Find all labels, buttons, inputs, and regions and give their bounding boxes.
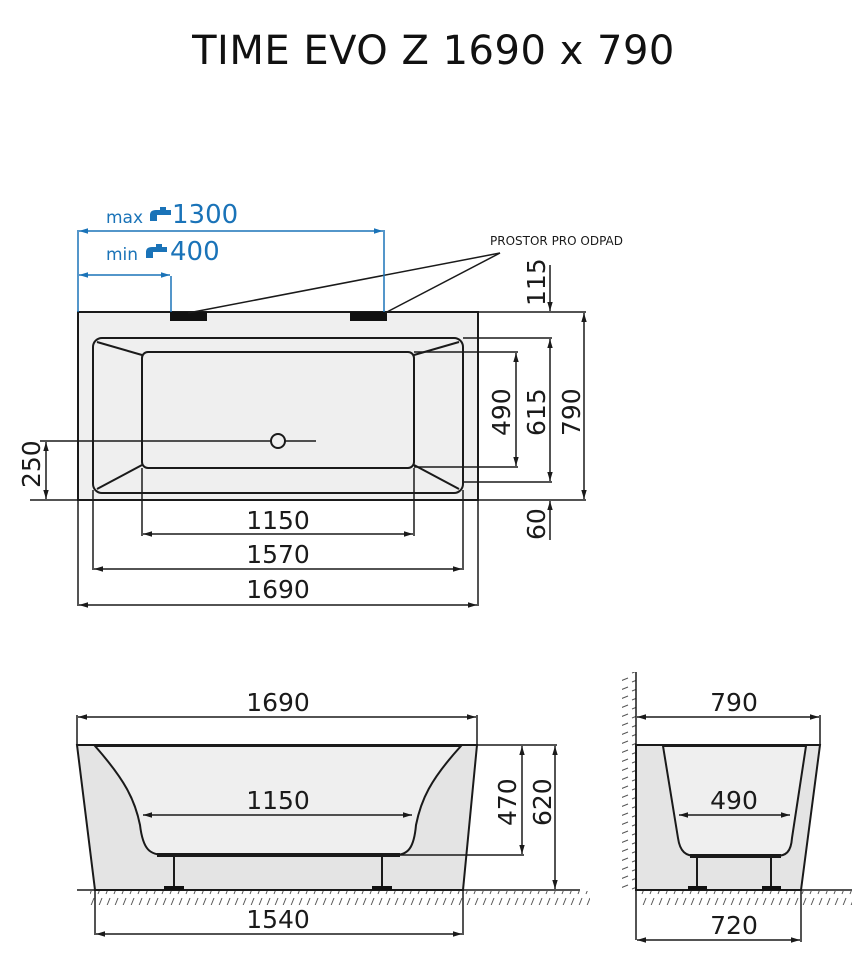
drain-space-label: PROSTOR PRO ODPAD <box>490 234 623 248</box>
dim-side-top-width: 790 <box>710 688 758 717</box>
tub-basin <box>141 351 415 469</box>
dim-mid-length: 1570 <box>246 540 310 569</box>
dim-side-base-width: 720 <box>710 911 758 940</box>
drain-icon <box>270 433 286 449</box>
diagram-title: TIME EVO Z 1690 x 790 <box>192 28 675 74</box>
top-view: PROSTOR PRO ODPAD max 1300 min 400 115 4… <box>17 200 623 608</box>
faucet-min-value: 400 <box>170 237 220 267</box>
dim-inner-width: 490 <box>487 388 516 436</box>
dim-inner-length: 1150 <box>246 506 310 535</box>
dim-front-inner-length: 1150 <box>246 786 310 815</box>
dim-outer-length: 1690 <box>246 575 310 604</box>
drain-space-left <box>170 312 207 321</box>
faucet-icon <box>150 207 171 221</box>
dim-inner-height: 470 <box>493 778 522 826</box>
dim-total-height: 620 <box>528 778 557 826</box>
dim-side-inner-width: 490 <box>710 786 758 815</box>
dim-base-length: 1540 <box>246 905 310 934</box>
faucet-min-prefix: min <box>106 245 138 265</box>
faucet-icon <box>146 244 167 258</box>
dim-bottom-offset: 60 <box>522 508 551 540</box>
side-view: 790 490 720 <box>622 672 852 943</box>
drain-space-right <box>350 312 387 321</box>
dim-drain-offset: 250 <box>17 440 46 488</box>
dim-outer-width: 790 <box>557 388 586 436</box>
faucet-max-value: 1300 <box>172 200 238 230</box>
dim-top-offset: 115 <box>522 258 551 306</box>
dim-front-top-length: 1690 <box>246 688 310 717</box>
front-view: 1690 1150 470 620 1540 <box>75 688 590 937</box>
faucet-max-prefix: max <box>106 208 143 228</box>
dim-mid-width: 615 <box>522 388 551 436</box>
